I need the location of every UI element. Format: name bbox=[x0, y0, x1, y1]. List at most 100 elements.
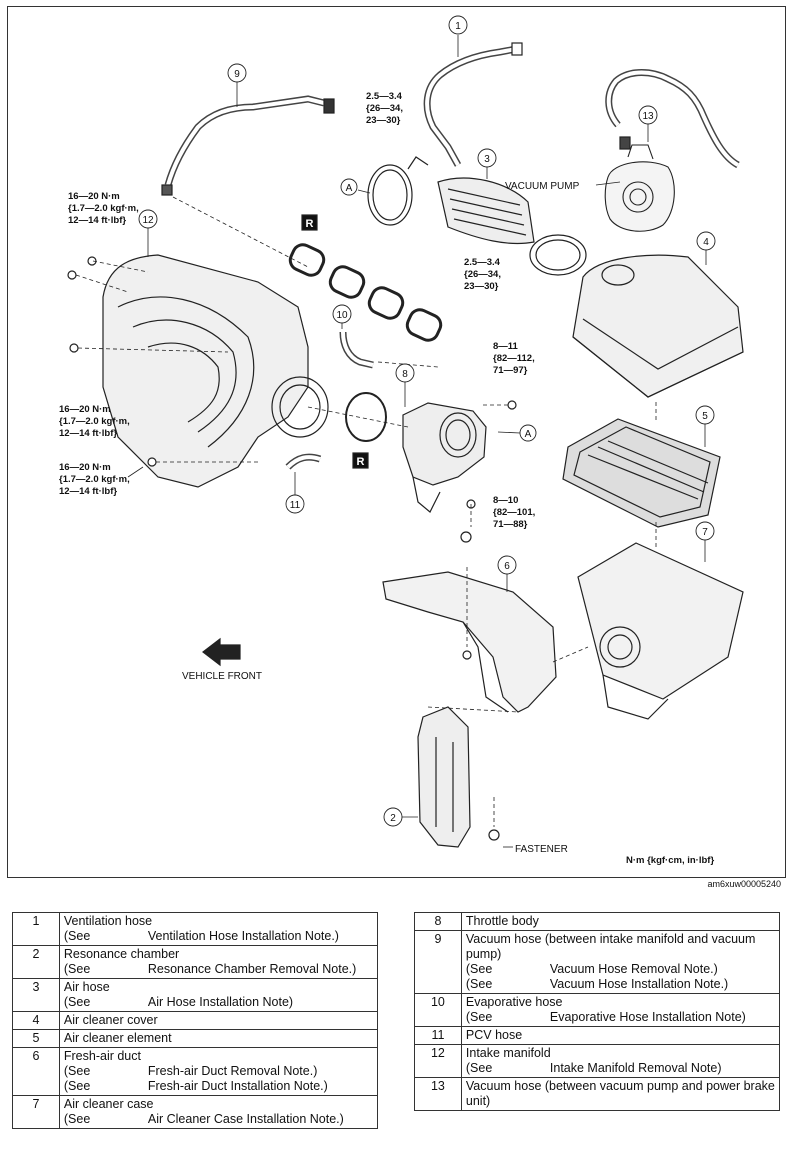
legend-see-note[interactable]: (See Air Hose Installation Note) bbox=[64, 995, 373, 1010]
see-prefix: (See bbox=[63, 929, 91, 943]
callout-10: 10 bbox=[336, 310, 348, 321]
legend-part-name: Throttle body bbox=[465, 914, 539, 928]
svg-text:2.5—3.4: 2.5—3.4 bbox=[464, 257, 501, 268]
see-prefix: (See bbox=[63, 995, 91, 1009]
callout-6: 6 bbox=[504, 561, 510, 572]
marker-r-2: R bbox=[357, 456, 365, 468]
air-cleaner-cover-part bbox=[572, 254, 744, 398]
callout-11: 11 bbox=[290, 500, 301, 511]
note-reference-link[interactable]: Fresh-air Duct Removal Note.) bbox=[147, 1064, 318, 1078]
marker-a-2: A bbox=[525, 429, 532, 440]
svg-text:12—14 ft·lbf}: 12—14 ft·lbf} bbox=[68, 215, 126, 226]
marker-r-1: R bbox=[306, 218, 314, 230]
svg-text:8—11: 8—11 bbox=[493, 341, 519, 352]
image-code: am6xuw00005240 bbox=[707, 879, 781, 889]
vehicle-front-arrow-icon bbox=[202, 637, 241, 667]
leader-lines bbox=[127, 35, 707, 848]
legend-description: PCV hose bbox=[460, 1026, 781, 1045]
note-reference-link[interactable]: Air Hose Installation Note) bbox=[147, 995, 294, 1009]
legend-number: 5 bbox=[12, 1029, 60, 1048]
vacuum-hose-part bbox=[161, 95, 335, 196]
torque-spec-throttle-upper: 8—11 {82—112, 71—97} bbox=[493, 341, 535, 376]
legend-number: 11 bbox=[414, 1026, 462, 1045]
note-reference-link[interactable]: Intake Manifold Removal Note) bbox=[549, 1061, 722, 1075]
svg-text:{1.7—2.0 kgf·m,: {1.7—2.0 kgf·m, bbox=[59, 416, 130, 427]
note-reference-link[interactable]: Resonance Chamber Removal Note.) bbox=[147, 962, 357, 976]
svg-text:{26—34,: {26—34, bbox=[464, 269, 501, 280]
torque-spec-clamp-upper: 2.5—3.4 {26—34, 23—30} bbox=[366, 91, 403, 126]
legend-part-name: Vacuum hose (between intake manifold and… bbox=[465, 932, 756, 961]
legend-part-name: Ventilation hose bbox=[63, 914, 153, 928]
torque-spec-clamp-lower: 2.5—3.4 {26—34, 23—30} bbox=[464, 257, 501, 292]
note-reference-link[interactable]: Vacuum Hose Installation Note.) bbox=[549, 977, 729, 991]
vacuum-pump-label: VACUUM PUMP bbox=[505, 181, 580, 192]
marker-a-1: A bbox=[346, 183, 353, 194]
legend-part-name: Evaporative hose bbox=[465, 995, 563, 1009]
legend-number: 6 bbox=[12, 1047, 60, 1096]
legend-description: Throttle body bbox=[460, 912, 781, 931]
svg-text:2.5—3.4: 2.5—3.4 bbox=[366, 91, 403, 102]
legend-see-note[interactable]: (See Ventilation Hose Installation Note.) bbox=[64, 929, 373, 944]
legend-number: 7 bbox=[12, 1095, 60, 1129]
torque-spec-manifold-middle: 16—20 N·m {1.7—2.0 kgf·m, 12—14 ft·lbf} bbox=[59, 404, 130, 439]
pcv-hose-part bbox=[285, 453, 322, 470]
legend-number: 10 bbox=[414, 993, 462, 1027]
note-reference-link[interactable]: Fresh-air Duct Installation Note.) bbox=[147, 1079, 328, 1093]
torque-spec-manifold-upper: 16—20 N·m {1.7—2.0 kgf·m, 12—14 ft·lbf} bbox=[68, 191, 139, 226]
callout-1: 1 bbox=[455, 21, 461, 32]
note-reference-link[interactable]: Air Cleaner Case Installation Note.) bbox=[147, 1112, 344, 1126]
note-reference-link[interactable]: Vacuum Hose Removal Note.) bbox=[549, 962, 718, 976]
exploded-diagram: 1 9 13 3 4 5 7 6 8 10 11 12 2 A A R R 2.… bbox=[7, 6, 786, 878]
bolts bbox=[67, 256, 517, 841]
torque-spec-throttle-lower: 8—10 {82—101, 71—88} bbox=[493, 495, 535, 530]
note-reference-link[interactable]: Ventilation Hose Installation Note.) bbox=[147, 929, 339, 943]
svg-text:{82—101,: {82—101, bbox=[493, 507, 535, 518]
svg-text:23—30}: 23—30} bbox=[464, 281, 499, 292]
legend-part-name: Fresh-air duct bbox=[63, 1049, 141, 1063]
callout-8: 8 bbox=[402, 369, 408, 380]
legend-number: 9 bbox=[414, 930, 462, 994]
legend-number: 12 bbox=[414, 1044, 462, 1078]
svg-text:16—20 N·m: 16—20 N·m bbox=[59, 404, 111, 415]
legend-part-name: Vacuum hose (between vacuum pump and pow… bbox=[465, 1079, 775, 1108]
evaporative-hose-part bbox=[339, 331, 374, 369]
callout-5: 5 bbox=[702, 411, 708, 422]
callout-7: 7 bbox=[702, 527, 708, 538]
legend-part-name: Intake manifold bbox=[465, 1046, 551, 1060]
throttle-gasket-part bbox=[345, 392, 387, 442]
note-reference-link[interactable]: Evaporative Hose Installation Note) bbox=[549, 1010, 746, 1024]
legend-number: 4 bbox=[12, 1011, 60, 1030]
legend-see-note[interactable]: (See Vacuum Hose Installation Note.) bbox=[466, 977, 775, 992]
air-hose-part bbox=[367, 156, 587, 276]
callout-3: 3 bbox=[484, 154, 490, 165]
legend-description: Vacuum hose (between intake manifold and… bbox=[460, 930, 781, 994]
fastener-label: FASTENER bbox=[515, 844, 568, 855]
air-cleaner-case-part bbox=[577, 542, 744, 720]
legend-number: 3 bbox=[12, 978, 60, 1012]
svg-text:{82—112,: {82—112, bbox=[493, 353, 535, 364]
legend-number: 2 bbox=[12, 945, 60, 979]
legend-number: 1 bbox=[12, 912, 60, 946]
svg-text:71—88}: 71—88} bbox=[493, 519, 528, 530]
gaskets-part bbox=[288, 243, 443, 342]
legend-part-name: PCV hose bbox=[465, 1028, 523, 1042]
see-prefix: (See bbox=[465, 977, 493, 991]
